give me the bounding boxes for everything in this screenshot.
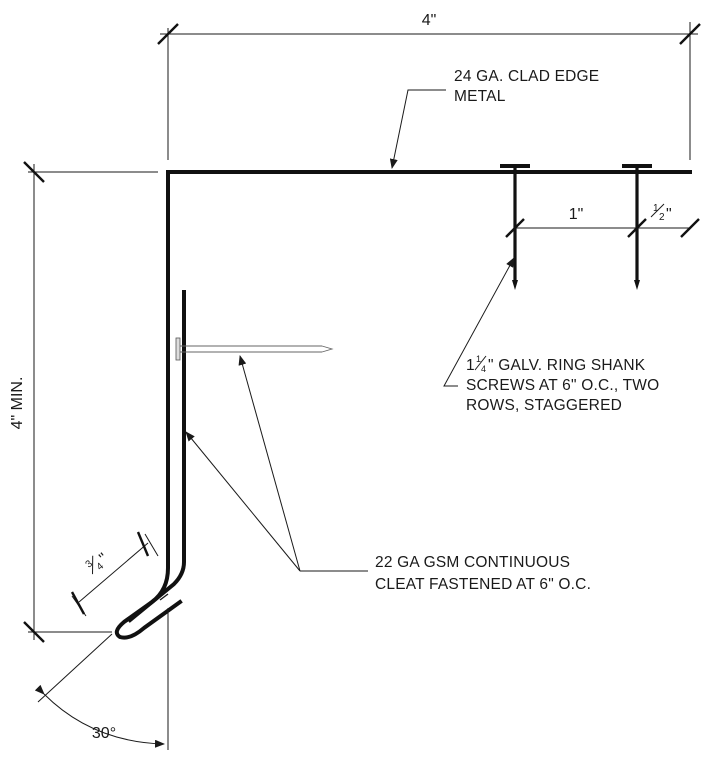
nail-tip: [321, 345, 334, 353]
edge-offset-inch-mark: ": [666, 206, 672, 223]
height-label: 4" MIN.: [9, 377, 26, 430]
hem-dimension: 3 4 ": [70, 531, 159, 617]
cleat-label-line-1: 22 GA GSM CONTINUOUS: [375, 554, 570, 571]
edge-offset-label: 1 2 ": [650, 203, 672, 223]
top-width-label: 4": [422, 12, 437, 29]
dimension-tick: [679, 23, 701, 45]
fraction-slash: [474, 355, 487, 371]
fraction-slash: [650, 203, 665, 218]
screws-label-line-1: 1 1 4 " GALV. RING SHANK: [466, 354, 646, 374]
screws-size-rest: " GALV. RING SHANK: [488, 357, 646, 374]
hem-dimension-line: [78, 542, 149, 603]
screws-callout: 1 1 4 " GALV. RING SHANK SCREWS AT 6" O.…: [443, 257, 659, 414]
screw-tip: [512, 280, 518, 290]
dimension-tick: [505, 218, 525, 238]
angle-extension-line: [37, 633, 113, 703]
screws-size-denominator: 4: [481, 364, 486, 374]
edge-metal-profile: [114, 170, 692, 640]
edge-offset-denominator: 2: [659, 212, 665, 223]
angle-label: 30°: [92, 725, 116, 742]
height-dimension: 4" MIN.: [9, 161, 158, 643]
dimension-tick: [157, 23, 179, 45]
dimension-tick: [680, 218, 700, 238]
screw-spacing-dimension: 1" 1 2 ": [505, 203, 700, 238]
cleat-leader-to-nail: [238, 355, 301, 572]
screw-tip: [634, 280, 640, 290]
hem-extension-line: [144, 533, 159, 557]
dimension-tick: [23, 161, 45, 183]
cleat-label-line-2: CLEAT FASTENED AT 6" O.C.: [375, 576, 591, 593]
screws-leader: [443, 257, 515, 387]
edge-offset-numerator: 1: [653, 203, 659, 214]
screws-size-numerator: 1: [476, 354, 481, 364]
clad-edge-metal: [114, 170, 692, 640]
dimension-tick: [627, 218, 647, 238]
angle-dimension: 30°: [34, 608, 169, 750]
edge-metal-label-line-2: METAL: [454, 88, 506, 105]
cleat-profile: [127, 290, 186, 623]
top-width-dimension: 4": [157, 12, 701, 160]
ring-shank-screw-2: [622, 164, 652, 290]
cleat-callout: 22 GA GSM CONTINUOUS CLEAT FASTENED AT 6…: [185, 355, 591, 593]
screws-label-line-3: ROWS, STAGGERED: [466, 397, 622, 414]
continuous-cleat: [127, 290, 186, 623]
hem-label: 3 4 ": [84, 550, 112, 575]
fraction-slash: [92, 555, 94, 575]
edge-metal-leader: [389, 89, 446, 169]
screws-size-whole: 1: [466, 357, 475, 374]
edge-metal-label-line-1: 24 GA. CLAD EDGE: [454, 68, 599, 85]
angle-arc: [34, 684, 165, 748]
dimension-tick: [70, 591, 86, 615]
dimension-tick: [23, 621, 45, 643]
screw-spacing-label: 1": [569, 206, 584, 223]
hem-denominator: 4: [95, 561, 107, 573]
hem-numerator: 3: [84, 558, 96, 570]
edge-metal-callout: 24 GA. CLAD EDGE METAL: [389, 68, 599, 169]
nail-head: [175, 337, 181, 361]
cleat-leader-to-cleat: [185, 431, 301, 572]
ring-shank-screw-1: [500, 164, 530, 290]
cleat-nail: [175, 337, 334, 361]
dimension-tick: [136, 531, 150, 557]
screws-label-line-2: SCREWS AT 6" O.C., TWO: [466, 377, 659, 394]
cleat-hem-edge: [159, 593, 169, 601]
